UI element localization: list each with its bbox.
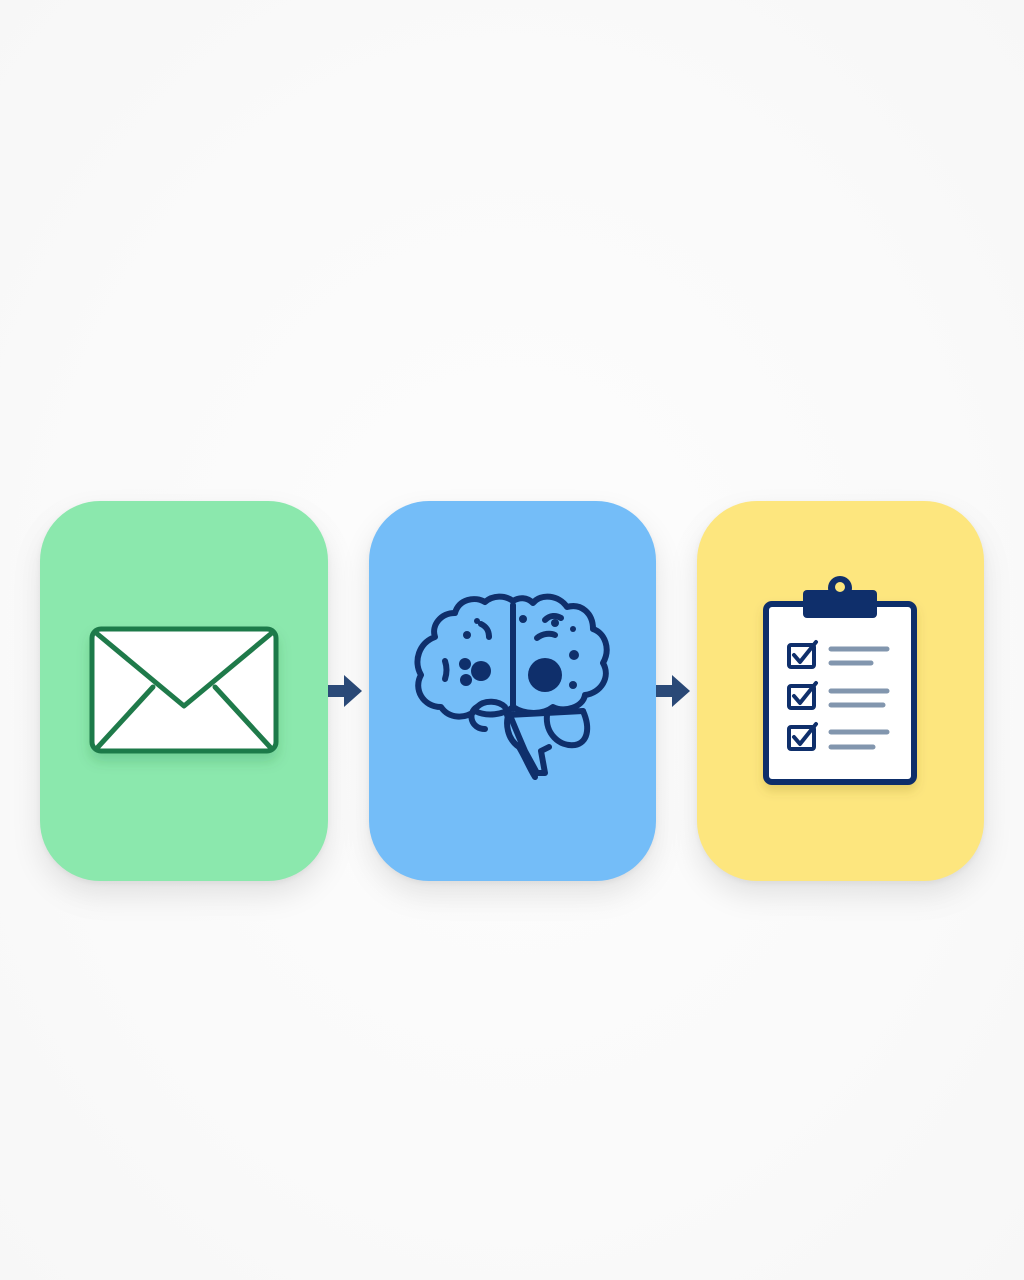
checklist-step-card xyxy=(697,501,984,881)
email-step-card xyxy=(40,501,328,881)
brain-icon xyxy=(414,593,610,780)
envelope-icon xyxy=(89,626,279,754)
checklist-clipboard-icon xyxy=(763,576,917,785)
arrow-right-icon xyxy=(656,675,690,707)
processing-step-card xyxy=(369,501,656,881)
arrow-right-icon xyxy=(328,675,362,707)
